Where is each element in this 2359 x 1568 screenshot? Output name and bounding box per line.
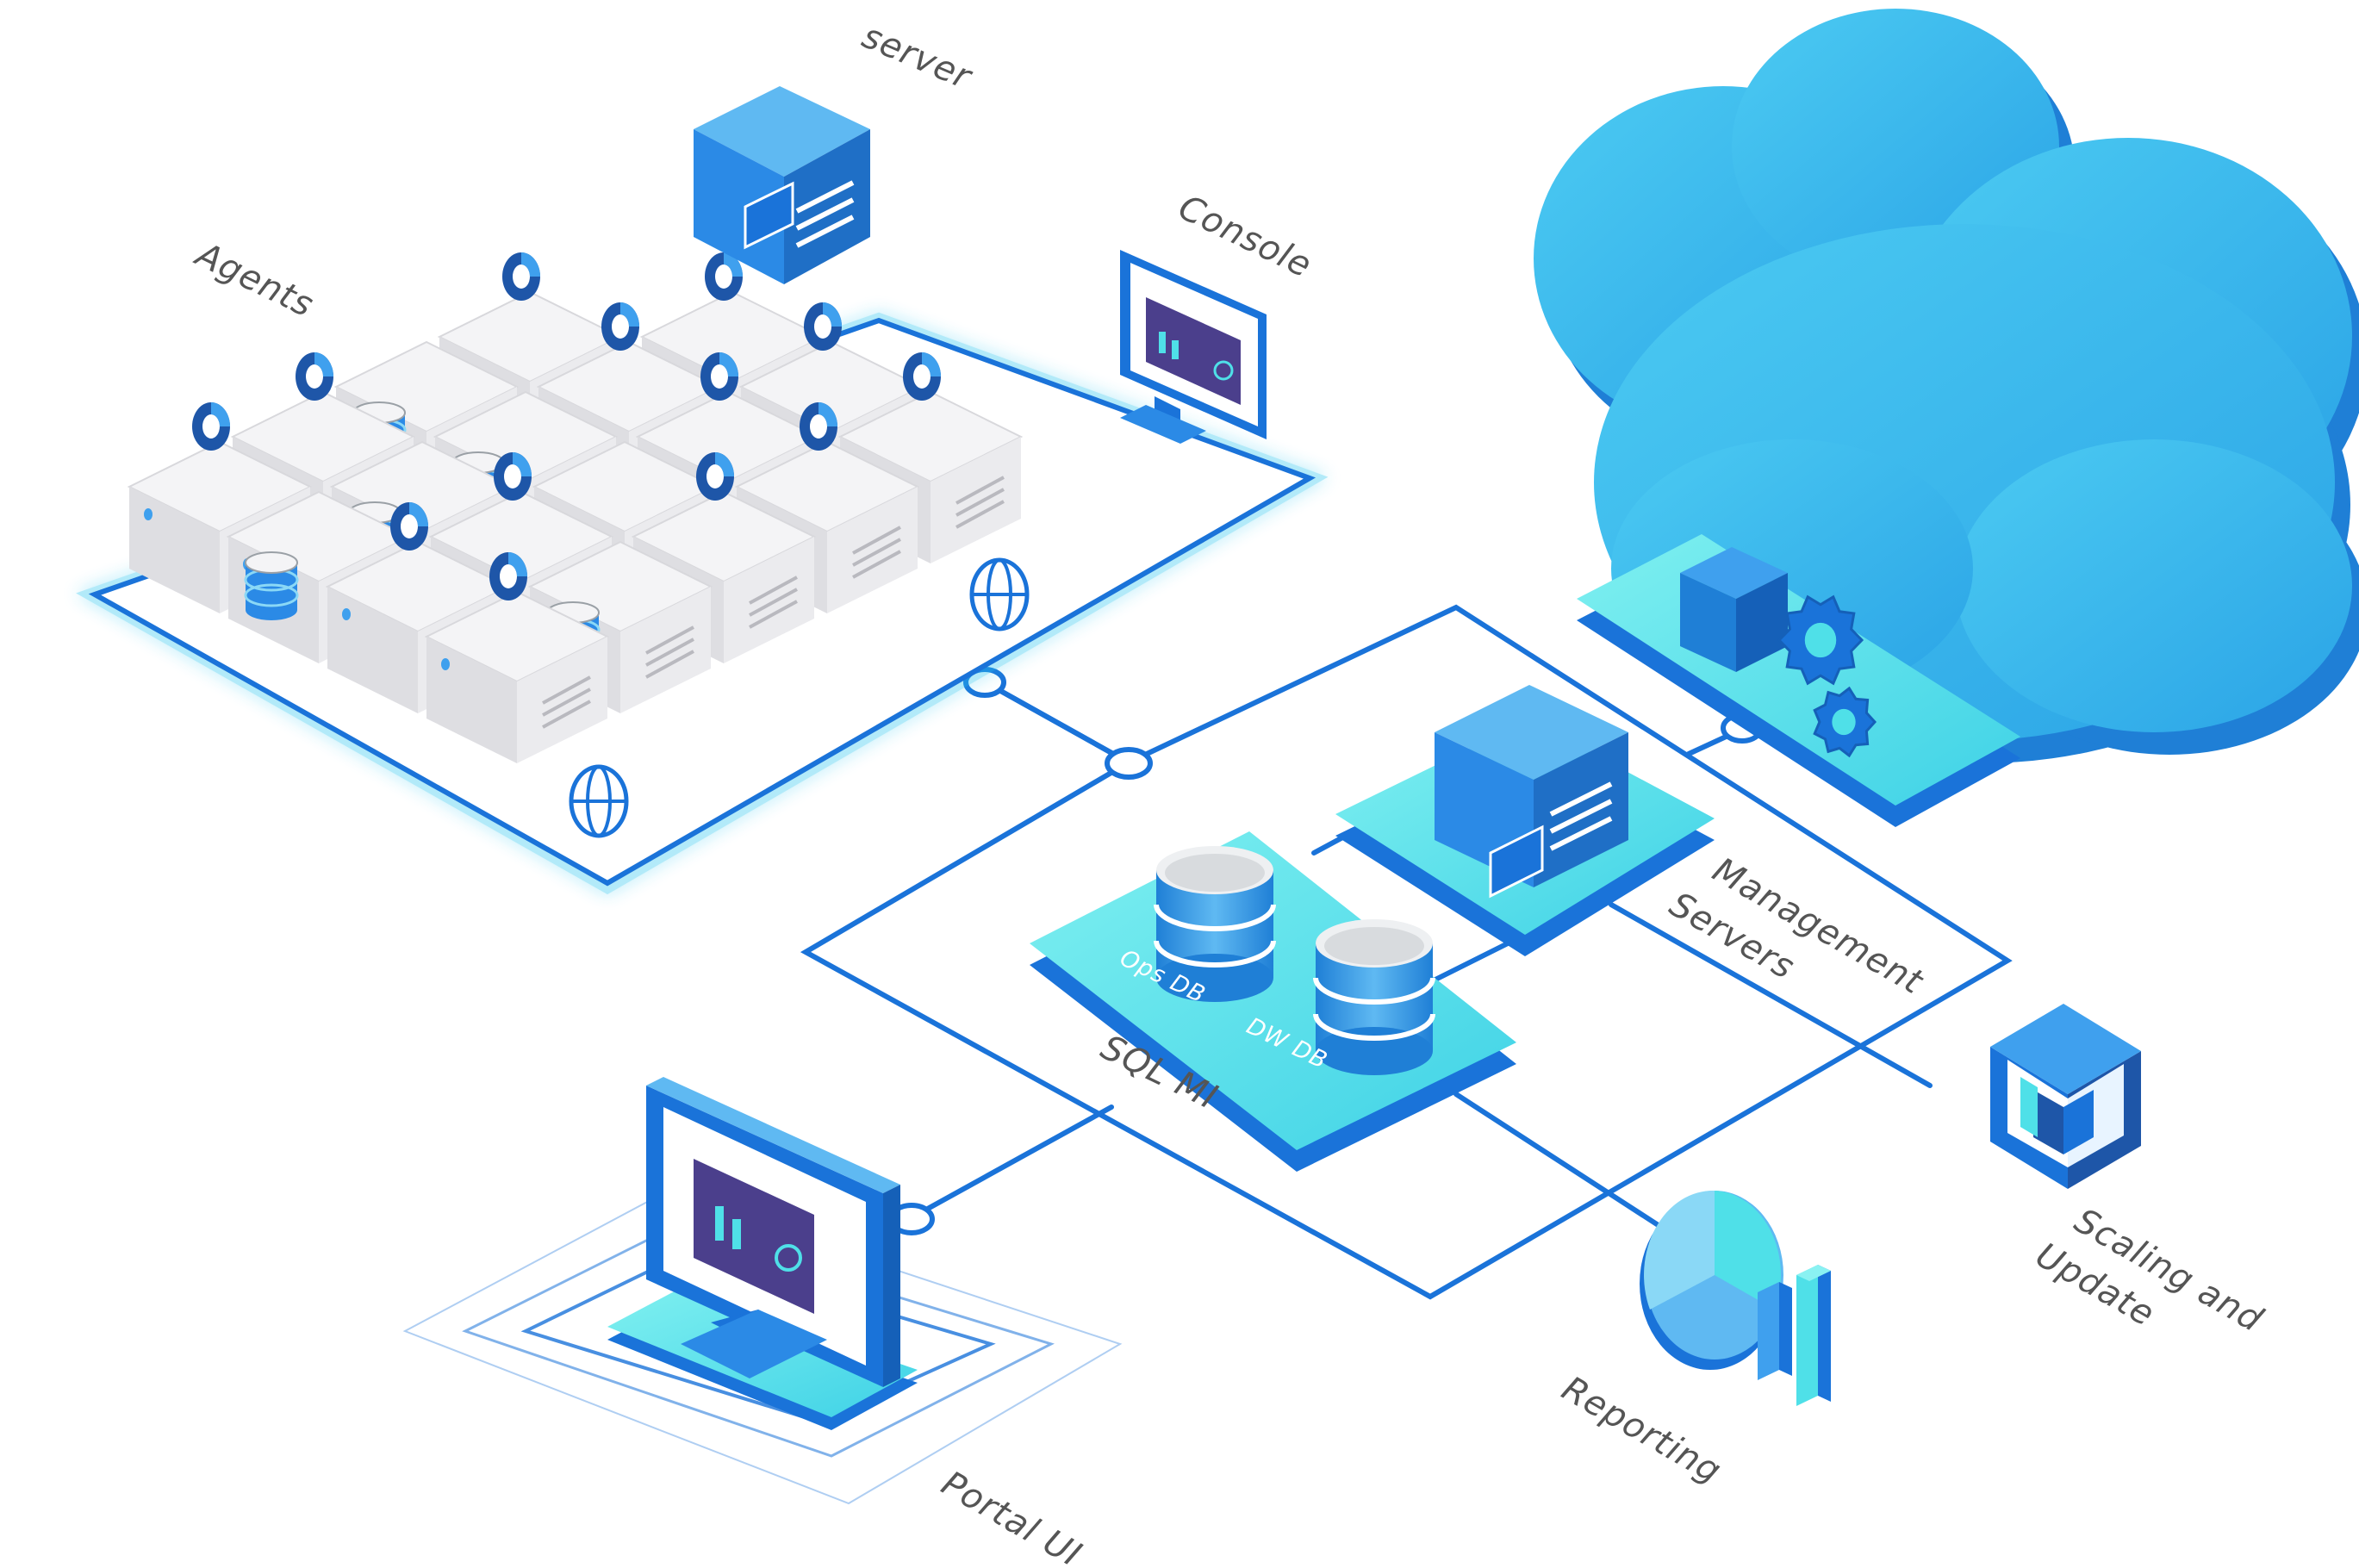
pie-chart-icon xyxy=(192,402,230,451)
pie-chart-icon xyxy=(800,402,837,451)
database-icon-ops xyxy=(1154,846,1276,1002)
monitor-icon xyxy=(646,1077,900,1387)
cube-icon xyxy=(1680,547,1788,672)
pie-chart-icon xyxy=(601,302,639,351)
pie-chart-icon xyxy=(489,552,527,600)
pie-chart-icon xyxy=(502,252,540,301)
label-agents: Agents xyxy=(188,233,320,325)
agent-box xyxy=(837,352,1024,563)
management-server xyxy=(1435,685,1628,899)
portal-ui xyxy=(402,1077,1123,1505)
label-portal-ui: Portal UI xyxy=(935,1464,1088,1568)
globe-icon xyxy=(969,557,1030,632)
pie-chart-icon xyxy=(296,352,333,401)
node-sql xyxy=(1105,747,1153,780)
central-server xyxy=(694,86,870,284)
cloud-icon xyxy=(1534,9,2359,763)
pie-chart-icon xyxy=(705,252,743,301)
pie-chart-icon xyxy=(390,502,428,551)
bar-chart-icon xyxy=(1758,1265,1831,1406)
document-hexagon-icon xyxy=(1990,1004,2141,1189)
server-icon xyxy=(1549,781,1613,851)
pie-chart-icon xyxy=(804,302,842,351)
label-reporting: Reporting xyxy=(1555,1369,1728,1491)
agent-box xyxy=(424,552,610,763)
database-icon xyxy=(244,551,299,620)
monitor-icon xyxy=(1159,332,1234,381)
databases xyxy=(1154,846,1435,1075)
server-icon xyxy=(795,180,855,248)
pie-chart-icon xyxy=(1640,1190,1783,1370)
label-console: Console xyxy=(1173,188,1318,286)
reporting-icon xyxy=(1640,1190,1831,1406)
database-icon-dw xyxy=(1313,919,1435,1075)
pie-chart-icon xyxy=(903,352,941,401)
gear-icon xyxy=(1777,594,1877,758)
agent-boxes xyxy=(127,252,1030,838)
pie-chart-icon xyxy=(494,452,532,501)
pie-chart-icon xyxy=(700,352,738,401)
console-monitor xyxy=(1120,250,1267,444)
pie-chart-icon xyxy=(696,452,734,501)
globe-icon xyxy=(569,764,629,838)
portal-rings xyxy=(402,1192,1123,1505)
label-server: server xyxy=(856,16,978,98)
